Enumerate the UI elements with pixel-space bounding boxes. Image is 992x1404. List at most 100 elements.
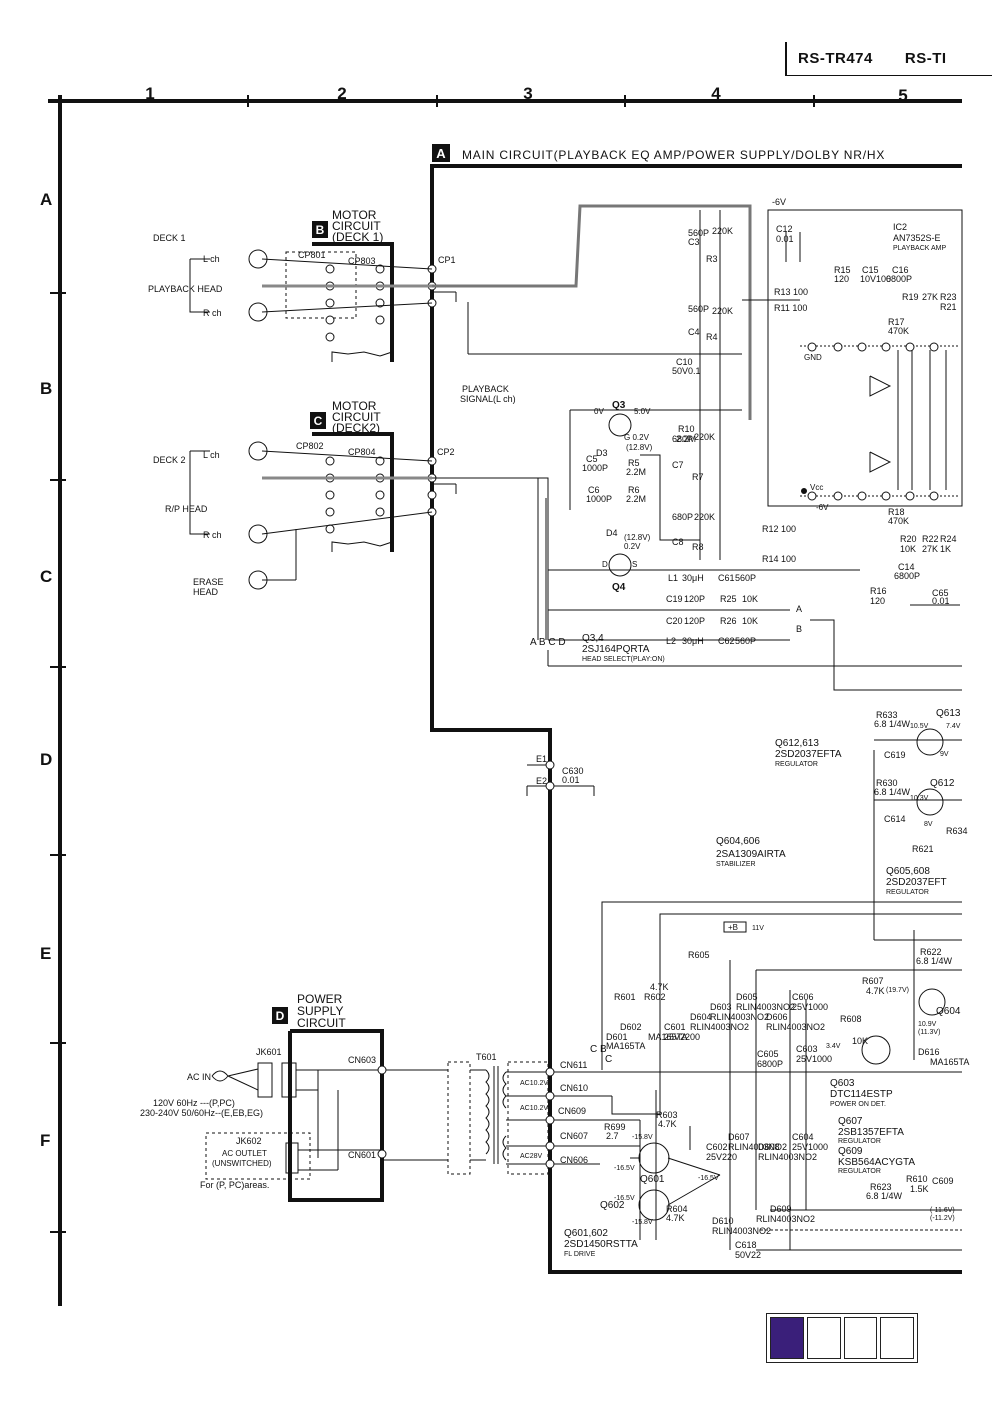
d609-label: D609 (770, 1204, 792, 1214)
d602-value: MA165TA (648, 1032, 687, 1042)
r607-label: R607 (862, 976, 884, 986)
volt-105: 10.5V (910, 723, 929, 730)
deck2-rp-head: R/P HEAD (165, 504, 208, 514)
q607-part: 2SB1357EFTA (838, 1127, 904, 1138)
block-b-badge: B (316, 223, 325, 237)
ic2-gnd: GND (804, 353, 822, 362)
q612-613-label: Q612,613 (775, 738, 819, 749)
r621-label: R621 (912, 844, 934, 854)
d616-value: MA165TA (930, 1057, 969, 1067)
c609-label: C609 (932, 1176, 954, 1186)
c62-value: 560P (735, 636, 756, 646)
power-connector-pins (377, 760, 555, 1169)
grid-row-f: F (40, 1131, 50, 1150)
c630-label: C630 (562, 766, 584, 776)
block-b-line3: (DECK 1) (332, 230, 383, 244)
cp804-label: CP804 (348, 447, 376, 457)
r22-value: 27K (922, 544, 938, 554)
erase-line1: ERASE (193, 577, 224, 587)
block-a-badge-bg (432, 144, 450, 162)
c61-label: C61 (718, 573, 735, 583)
e2-label: E2 (536, 776, 547, 786)
cp2-label: CP2 (437, 447, 455, 457)
q601-label: Q601 (640, 1174, 665, 1185)
ac102b-label: AC10.2V (520, 1105, 548, 1112)
deck2-lch: L ch (203, 450, 220, 460)
c5-value: 1000P (582, 463, 608, 473)
r608-value: 10K (852, 1036, 868, 1046)
q604-label: Q604 (936, 1006, 961, 1017)
c61-value: 560P (735, 573, 756, 583)
r622-value: 6.8 1/4W (916, 956, 953, 966)
d603-value: RLIN4003NO2 (710, 1012, 769, 1022)
volt-103: 10.3V (910, 795, 929, 802)
ac28-label: AC28V (520, 1153, 543, 1160)
ic2-label: IC2 (893, 222, 907, 232)
playback-wiring (432, 204, 963, 691)
volt-165b: -16.5V (614, 1195, 635, 1202)
volt-74: 7.4V (946, 723, 961, 730)
c15-value: 10V100 (860, 274, 891, 284)
c604-label: C604 (792, 1132, 814, 1142)
volt-q4-d: D (602, 560, 608, 569)
d601-value: MA165TA (606, 1041, 645, 1051)
volt-112: (-11.2V) (930, 1215, 955, 1222)
c10-value: 50V0.1 (672, 366, 701, 376)
c602-value: 25V220 (706, 1152, 737, 1162)
jk602-label: JK602 (236, 1136, 262, 1146)
block-b-border (312, 242, 394, 362)
block-d-line1: POWER (297, 992, 343, 1006)
d607-label: D607 (728, 1132, 750, 1142)
r602-label: R602 (644, 992, 666, 1002)
c3-label: C3 (688, 237, 700, 247)
volt-34: 3.4V (826, 1043, 841, 1050)
grid-row-b: B (40, 379, 52, 398)
jk601-label: JK601 (256, 1047, 282, 1057)
volt-q3-0v: 0V (594, 407, 604, 416)
c605-label: C605 (757, 1049, 779, 1059)
block-b-line2: CIRCUIT (332, 219, 381, 233)
d605-value: RLIN4003NO2 (736, 1002, 795, 1012)
d609-value: RLIN4003NO2 (756, 1214, 815, 1224)
cp803-label: CP803 (348, 256, 376, 266)
volt-165c: -16.5V (698, 1175, 719, 1182)
r623-label: R623 (870, 1182, 892, 1192)
r601-label: R601 (614, 992, 636, 1002)
d610-value: RLIN4003NO2 (712, 1226, 771, 1236)
cp802-label: CP802 (296, 441, 324, 451)
volt-q3-5v: 5.0V (634, 407, 651, 416)
r699-value: 2.7 (606, 1131, 619, 1141)
volt-ic2-neg6: -6V (816, 503, 829, 512)
c604-value: 25V1000 (792, 1142, 828, 1152)
grid-row-c: C (40, 567, 52, 586)
r604-label: R604 (666, 1204, 688, 1214)
r630-label: R630 (876, 778, 898, 788)
r610-label: R610 (906, 1174, 928, 1184)
block-a-badge: A (436, 146, 446, 161)
c7-value: 680P (672, 434, 693, 444)
page-tab-4[interactable] (880, 1317, 914, 1359)
q612-desc: REGULATOR (775, 761, 818, 768)
q609-label: Q609 (838, 1146, 863, 1157)
page-tab-strip (766, 1313, 918, 1363)
block-d-border (288, 1029, 384, 1202)
r21-label: R21 (940, 302, 957, 312)
r4-label: R4 (706, 332, 718, 342)
q601-desc: FL DRIVE (564, 1251, 596, 1258)
page-tab-1[interactable] (770, 1317, 804, 1359)
ac102a-label: AC10.2V (520, 1080, 548, 1087)
r7-value: 220K (694, 432, 715, 442)
page-tab-2[interactable] (806, 1317, 841, 1359)
r633-value: 6.8 1/4W (874, 719, 911, 729)
q605-desc: REGULATOR (886, 889, 929, 896)
d607-value: RLIN4003NO2 (728, 1142, 787, 1152)
r16-label: R16 (870, 586, 887, 596)
deck1-rch: R ch (203, 308, 222, 318)
c12-value: 0.01 (776, 234, 794, 244)
page-tab-3[interactable] (843, 1317, 878, 1359)
d616-label: D616 (918, 1047, 940, 1057)
bus-a-label: A (796, 604, 802, 614)
r10-label: R10 (678, 424, 695, 434)
r3-value: 220K (712, 226, 733, 236)
block-d-badge: D (276, 1009, 285, 1023)
